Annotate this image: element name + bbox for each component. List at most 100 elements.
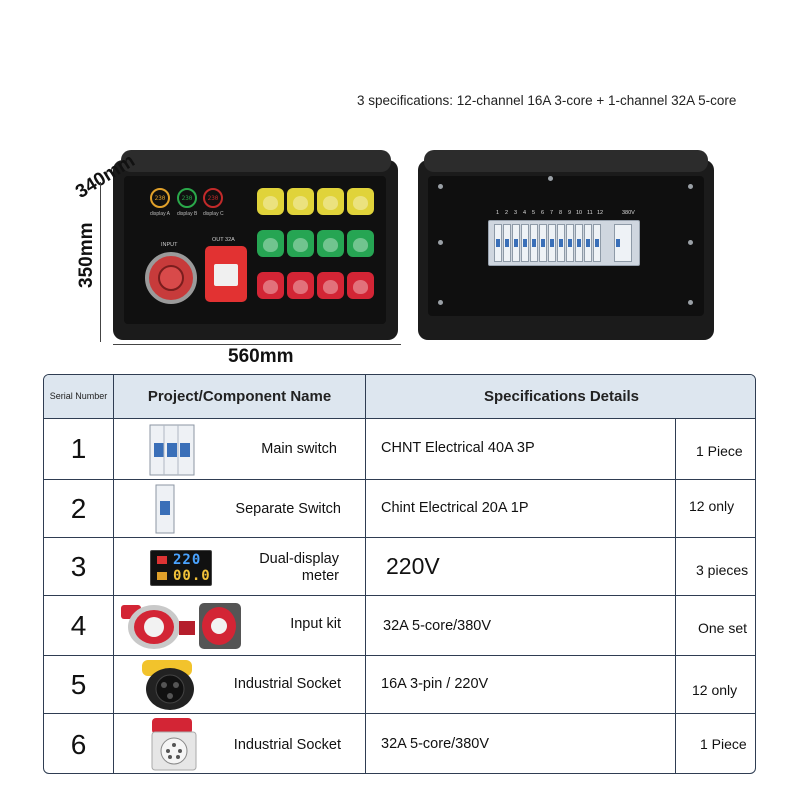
input-caption: INPUT (161, 242, 178, 248)
component-name: Input kit (290, 616, 341, 632)
table-row: 1 Main switch CHNT Electrical 40A 3P 1 P… (44, 419, 755, 480)
back-box-top-lid (424, 150, 708, 172)
width-dimension-line (113, 344, 401, 345)
width-dimension: 560mm (228, 346, 294, 367)
component-cell: Industrial Socket (114, 656, 366, 713)
quantity-cell: One set (676, 596, 755, 655)
channel-label-2: 2 (505, 210, 509, 216)
breaker-8-icon (557, 224, 565, 262)
meter-b-reading: 230 (181, 194, 193, 202)
socket-green-3 (317, 230, 344, 257)
spec-cell: 32A 5-core/380V (366, 596, 676, 655)
input-plug-icon (145, 252, 197, 304)
component-cell: Industrial Socket (114, 714, 366, 773)
height-dimension-line (100, 182, 101, 342)
table-row: 6 Industrial Socket 32A 5-core/380V 1 Pi… (44, 714, 755, 773)
meter-a-reading: 230 (154, 194, 166, 202)
screw-icon (438, 184, 443, 189)
breaker-2-icon (503, 224, 511, 262)
component-name: Industrial Socket (233, 737, 341, 753)
screw-icon (438, 240, 443, 245)
serial-cell: 6 (44, 714, 114, 773)
main-breaker-label: 380V (622, 210, 635, 216)
socket-yellow-4 (347, 188, 374, 215)
header-specifications: Specifications Details (366, 375, 755, 419)
channel-label-1: 1 (496, 210, 500, 216)
socket-green-4 (347, 230, 374, 257)
serial-cell: 1 (44, 419, 114, 479)
socket-yellow-3 (317, 188, 344, 215)
red-industrial-socket-icon (151, 718, 197, 771)
quantity-cell: 12 only (676, 656, 755, 713)
spec-text: 16A 3-pin / 220V (381, 676, 489, 692)
socket-yellow-1 (257, 188, 284, 215)
components-table: Serial Number Project/Component Name Spe… (43, 374, 756, 774)
quantity-text: One set (698, 620, 748, 636)
quantity-cell: 3 pieces (676, 538, 755, 595)
spec-cell: 220V (366, 538, 676, 595)
screw-icon (688, 184, 693, 189)
spec-text: 32A 5-core/380V (383, 618, 492, 634)
component-name: Industrial Socket (233, 676, 341, 692)
spec-cell: 16A 3-pin / 220V (366, 656, 676, 713)
table-row: 3 220 00.0 Dual-display meter 220V 3 pie… (44, 538, 755, 596)
channel-label-7: 7 (550, 210, 554, 216)
voltage-meter-b: 230 (177, 188, 197, 208)
component-cell: Main switch (114, 419, 366, 479)
breaker-1-icon (494, 224, 502, 262)
spec-text: CHNT Electrical 40A 3P (381, 440, 535, 456)
spec-cell: Chint Electrical 20A 1P (366, 480, 676, 537)
voltage-meter-c: 230 (203, 188, 223, 208)
channel-label-9: 9 (568, 210, 572, 216)
component-name: Separate Switch (235, 501, 341, 517)
header-component-text: Project/Component Name (147, 388, 332, 405)
meter-c-reading: 230 (207, 194, 219, 202)
specification-summary: 3 specifications: 12-channel 16A 3-core … (357, 93, 737, 108)
socket-green-1 (257, 230, 284, 257)
component-name: Main switch (261, 441, 337, 457)
spec-cell: CHNT Electrical 40A 3P (366, 419, 676, 479)
component-name: Dual-display meter (259, 551, 339, 584)
quantity-text: 1 Piece (696, 443, 743, 459)
channel-label-10: 10 (576, 210, 583, 216)
channel-label-6: 6 (541, 210, 545, 216)
socket-yellow-2 (287, 188, 314, 215)
meter-a-caption: display A (150, 211, 171, 217)
spec-text: 32A 5-core/380V (381, 736, 490, 752)
spec-text: Chint Electrical 20A 1P (381, 500, 529, 516)
output-caption: OUT 32A (212, 237, 235, 243)
breaker-7-icon (548, 224, 556, 262)
header-serial-number: Serial Number (44, 375, 114, 419)
height-dimension: 350mm (76, 222, 97, 289)
component-cell: 220 00.0 Dual-display meter (114, 538, 366, 595)
breaker-11-icon (584, 224, 592, 262)
spec-cell: 32A 5-core/380V (366, 714, 676, 773)
quantity-cell: 1 Piece (676, 419, 755, 479)
breaker-6-icon (539, 224, 547, 262)
serial-cell: 3 (44, 538, 114, 595)
socket-red-4 (347, 272, 374, 299)
socket-red-3 (317, 272, 344, 299)
voltage-meter-a: 230 (150, 188, 170, 208)
header-specs-text: Specifications Details (483, 388, 640, 405)
meter-current-readout: 00.0 (173, 568, 211, 584)
breaker-10-icon (575, 224, 583, 262)
quantity-cell: 1 Piece (676, 714, 755, 773)
breaker-9-icon (566, 224, 574, 262)
table-row: 4 Input kit 32A 5-core/380V One set (44, 596, 755, 656)
table-row: 2 Separate Switch Chint Electrical 20A 1… (44, 480, 755, 538)
quantity-text: 12 only (689, 498, 735, 514)
channel-label-4: 4 (523, 210, 527, 216)
channel-label-3: 3 (514, 210, 518, 216)
channel-label-5: 5 (532, 210, 536, 216)
spec-text: 220V (386, 553, 440, 579)
serial-cell: 2 (44, 480, 114, 537)
channel-label-11: 11 (587, 210, 593, 216)
breaker-3-icon (512, 224, 520, 262)
yellow-industrial-socket-icon (142, 660, 194, 710)
socket-red-1 (257, 272, 284, 299)
front-box-top-lid (121, 150, 391, 172)
breaker-12-icon (593, 224, 601, 262)
component-cell: Input kit (114, 596, 366, 655)
quantity-text: 12 only (692, 682, 738, 698)
